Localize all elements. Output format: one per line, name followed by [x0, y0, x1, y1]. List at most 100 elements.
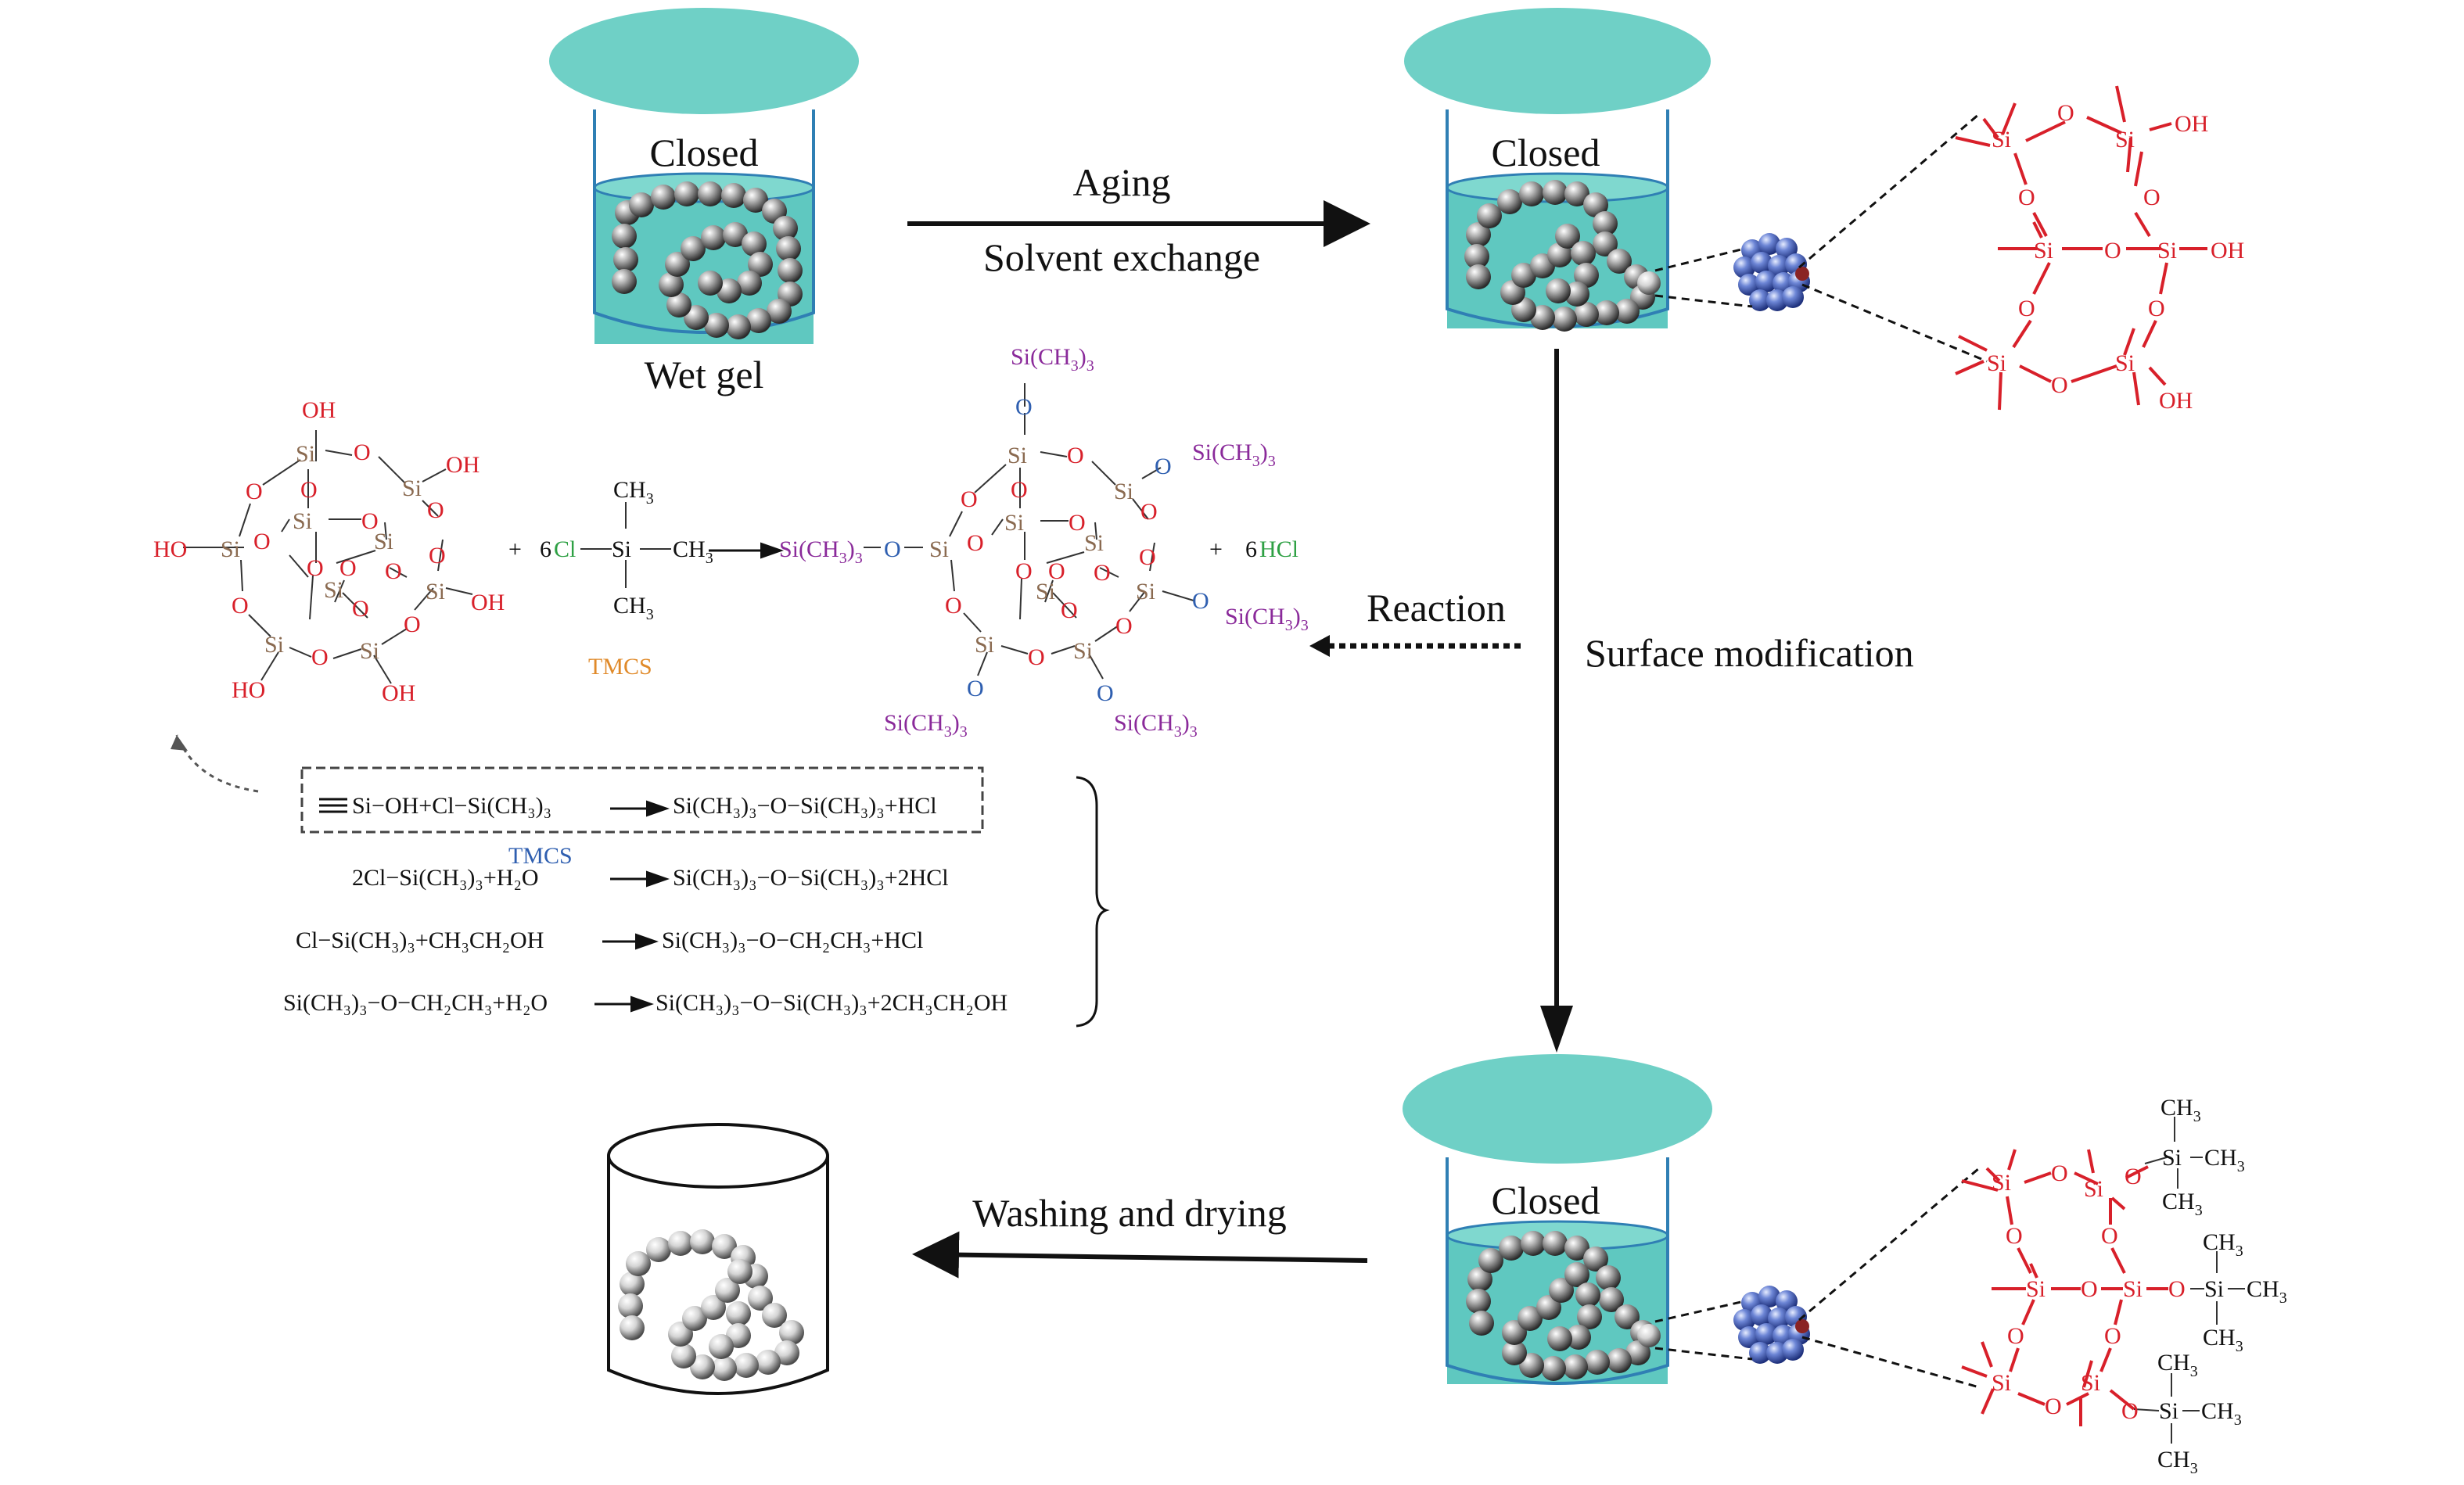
- atom-o: O: [1028, 644, 1045, 670]
- atom-o: O: [2125, 1164, 2142, 1189]
- atom-o: O: [1192, 588, 1209, 614]
- methyl: CH3: [2162, 1189, 2203, 1219]
- beaker-wall: [1446, 1157, 1669, 1385]
- atom-si: Si: [1992, 127, 2011, 152]
- particle-cluster: [1733, 1286, 1810, 1364]
- atom-o: O: [311, 644, 329, 670]
- beaker-aerogel: [607, 1123, 829, 1395]
- methylsilyl: Si(CH3)3: [884, 710, 968, 741]
- atom-si: Si: [374, 529, 393, 554]
- hcl-product: HCl: [1259, 536, 1298, 562]
- methyl: CH3: [2160, 1095, 2201, 1125]
- equation-lhs: Si−OH+Cl−Si(CH₃)₃: [352, 793, 551, 819]
- atom-oh: OH: [2159, 388, 2193, 414]
- atom-o: O: [1011, 477, 1028, 503]
- atom-si: Si: [2123, 1276, 2143, 1302]
- atom-si: Si: [1073, 638, 1093, 664]
- atom-o: O: [2081, 1276, 2098, 1302]
- methyl: CH3: [2203, 1325, 2243, 1355]
- atom-si: Si: [426, 579, 445, 604]
- reaction-equations: Si−OH+Cl−Si(CH₃)₃ Si(CH₃)₃−O−Si(CH₃)₃+HC…: [171, 734, 1110, 1028]
- atom-si: Si: [360, 638, 379, 664]
- atom-o: O: [427, 497, 444, 523]
- methyl: CH3: [2157, 1447, 2198, 1477]
- wet-gel-label: Wet gel: [645, 353, 764, 396]
- atom-o: O: [945, 593, 962, 619]
- atom-o: O: [2018, 296, 2035, 321]
- equation-rhs: Si(CH₃)₃−O−CH₂CH₃+HCl: [662, 927, 923, 953]
- beaker-wall: [607, 1156, 829, 1395]
- atom-o: O: [1094, 560, 1111, 586]
- methylsilyl: Si(CH3)3: [1192, 439, 1276, 470]
- beaker-aged-gel: Closed: [1404, 8, 1988, 363]
- atom-si: Si: [975, 632, 994, 658]
- atom-o: O: [1061, 597, 1078, 623]
- atom-si: Si: [2115, 127, 2135, 152]
- reaction-label: Reaction: [1367, 586, 1506, 630]
- atom-si: Si: [296, 441, 315, 467]
- gel-chain: [612, 181, 803, 339]
- beaker-wet-gel: Closed: [549, 8, 859, 396]
- atom-o: O: [1140, 499, 1158, 525]
- silica-ring-hydroxyl: [1955, 85, 2207, 411]
- atom-si: Si: [2115, 350, 2135, 376]
- atom-si: Si: [1136, 579, 1155, 604]
- atom-si: Si: [1992, 1170, 2011, 1196]
- atom-o: O: [961, 486, 978, 512]
- silanol-cage: OH Si O Si OH O O O HO Si Si O O Si O O …: [153, 397, 505, 706]
- methyl: CH3: [613, 593, 654, 623]
- atom-si: Si: [1114, 479, 1133, 504]
- methyl: CH3: [2157, 1350, 2198, 1380]
- methyl: CH3: [2203, 1229, 2243, 1260]
- equation-link-curve: [175, 734, 259, 793]
- atom-o: O: [2006, 1223, 2023, 1249]
- atom-o: O: [2104, 238, 2121, 264]
- particle-cluster: [1733, 233, 1810, 311]
- equation-lhs: Cl−Si(CH₃)₃+CH₃CH₂OH: [296, 927, 544, 953]
- washing-arrow-group: Washing and drying: [912, 1191, 1368, 1279]
- atom-o: O: [2104, 1323, 2121, 1349]
- atom-si: Si: [1008, 443, 1027, 468]
- atom-o: O: [2018, 185, 2035, 210]
- methylsilyl: Si(CH3)3: [779, 536, 863, 567]
- atom-si: Si: [2084, 1176, 2103, 1202]
- atom-o: O: [1069, 510, 1086, 536]
- atom-o: O: [2121, 1398, 2139, 1424]
- plus-sign: +: [508, 536, 522, 562]
- gel-chain: [1464, 180, 1661, 332]
- atom-o: O: [361, 508, 379, 534]
- atom-o: O: [1097, 680, 1114, 706]
- methyl: CH3: [613, 477, 654, 508]
- highlight-box: [300, 766, 984, 834]
- atom-si: Si: [1084, 530, 1104, 556]
- atom-o: O: [429, 543, 446, 569]
- tmcs-blue-label: TMCS: [508, 843, 573, 869]
- atom-o: O: [884, 536, 901, 562]
- atom-o: O: [354, 439, 371, 465]
- atom-o: O: [385, 558, 402, 584]
- atom-oh: OH: [302, 397, 336, 423]
- equation-rhs: Si(CH₃)₃−O−Si(CH₃)₃+2CH₃CH₂OH: [656, 990, 1008, 1016]
- atom-o: O: [300, 477, 318, 503]
- atom-o: O: [339, 555, 357, 581]
- zoom-line: [1801, 283, 1988, 363]
- tmcs-label: TMCS: [588, 654, 652, 680]
- equation-brace: [1076, 776, 1110, 1028]
- atom-o: O: [1139, 544, 1156, 570]
- atom-o: O: [2051, 372, 2068, 398]
- atom-oh: OH: [2175, 111, 2208, 137]
- atom-si: Si: [2162, 1145, 2182, 1171]
- coefficient: 6: [1245, 536, 1257, 562]
- washing-arrow: [912, 1231, 1368, 1279]
- equation-lhs: 2Cl−Si(CH₃)₃+H₂O: [352, 865, 539, 891]
- atom-si: Si: [402, 475, 422, 501]
- atom-o: O: [1115, 613, 1133, 639]
- atom-o: O: [1015, 558, 1033, 584]
- methylsilyl: Si(CH3)3: [1011, 344, 1094, 375]
- zoom-line: [1654, 294, 1753, 308]
- atom-o: O: [967, 676, 984, 701]
- washing-drying-label: Washing and drying: [972, 1191, 1286, 1235]
- methyl: CH3: [673, 536, 713, 567]
- silica-ring-methylated: Si O Si O Si CH3 CH3 CH3 O O Si O Si O S…: [1961, 1095, 2287, 1477]
